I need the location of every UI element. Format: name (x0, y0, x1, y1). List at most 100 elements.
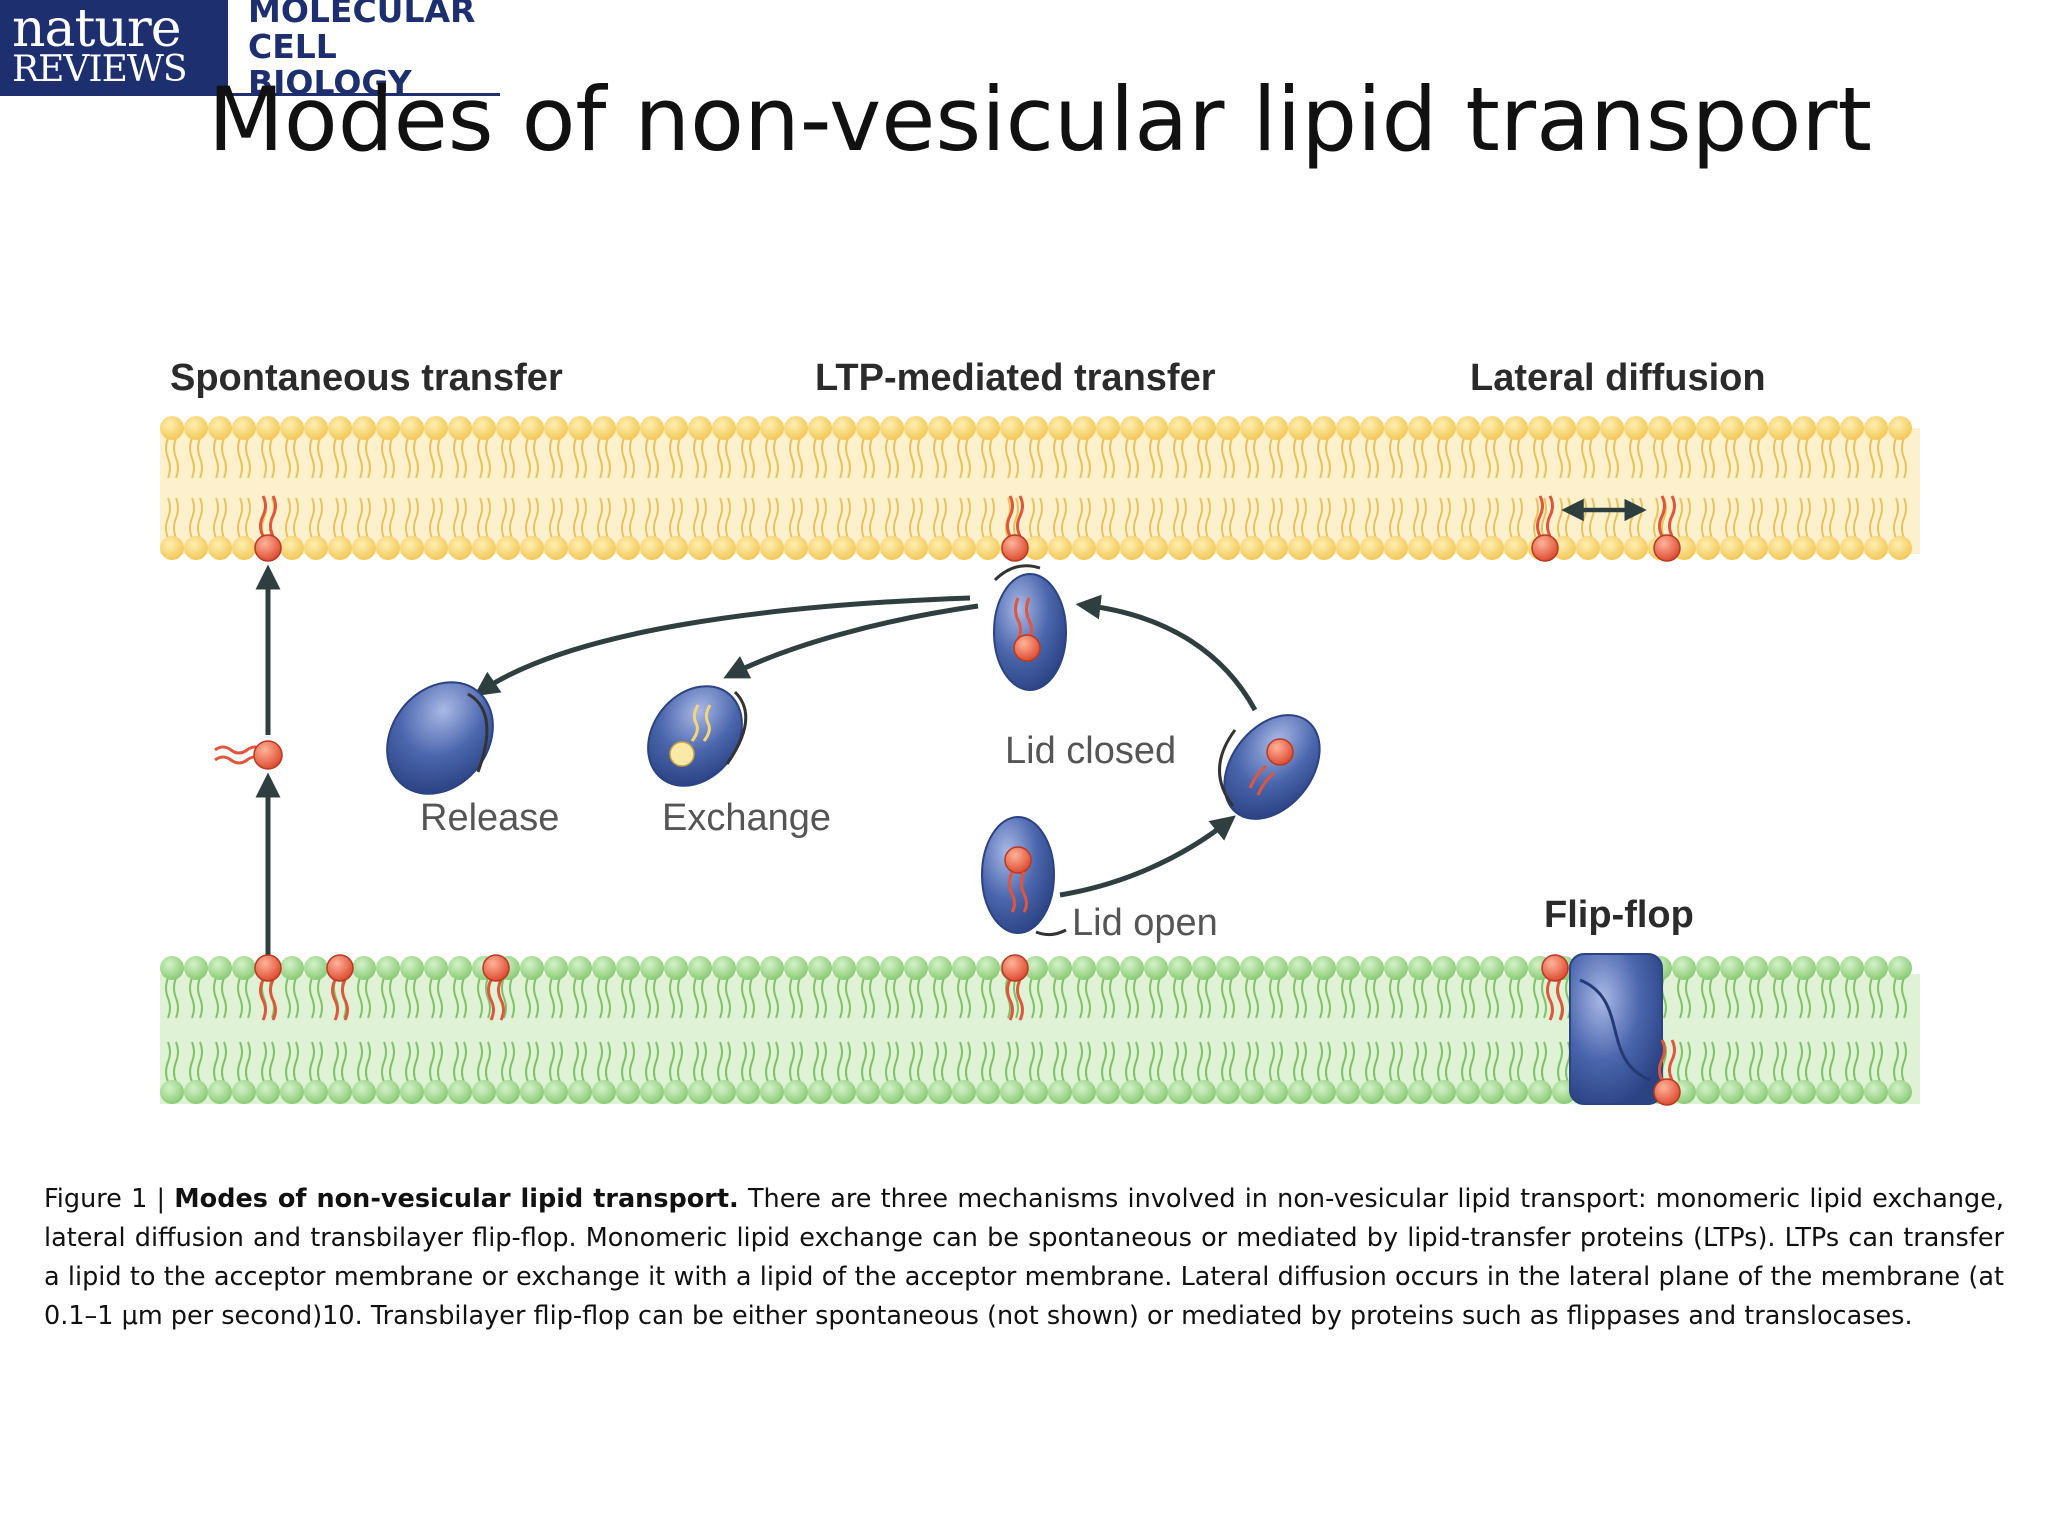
lipid-tail (581, 977, 587, 1019)
lipid-head (208, 956, 232, 980)
lipid-tail (1317, 977, 1323, 1019)
lipid-tail (1893, 977, 1899, 1019)
lipid-tail (837, 977, 843, 1019)
lipid-head (928, 956, 952, 980)
lipid-tail (677, 437, 683, 479)
lipid-head (1264, 956, 1288, 980)
lipid-tail (1773, 1041, 1779, 1083)
lipid-head (568, 416, 592, 440)
lipid-tail (245, 497, 251, 539)
lipid-tail (453, 1041, 459, 1083)
lipid-head (232, 536, 256, 560)
lipid-tail (1421, 497, 1427, 539)
lipid-tail (789, 437, 795, 479)
lipid-head (976, 416, 1000, 440)
lipid-head (568, 956, 592, 980)
lipid-tail (549, 1041, 555, 1083)
lipid-tail (1397, 437, 1403, 479)
lipid-tail (1749, 1041, 1755, 1083)
lipid-tail (165, 1041, 171, 1083)
lipid-head (1888, 1080, 1912, 1104)
lipid-tail (1805, 977, 1811, 1019)
lipid-head (352, 1080, 376, 1104)
lipid-tail (797, 977, 803, 1019)
lipid-tail (213, 497, 219, 539)
lipid-head (1696, 536, 1720, 560)
lipid-tail (701, 437, 707, 479)
lipid-head (184, 1080, 208, 1104)
lipid-head (1048, 536, 1072, 560)
lipid-tail (1013, 437, 1019, 479)
lipid-tail (237, 977, 243, 1019)
lipid-tail (1109, 437, 1115, 479)
lipid-tail (629, 497, 635, 539)
lipid-tail (509, 977, 515, 1019)
lipid-tail (197, 497, 203, 539)
lipid-tail (1757, 1041, 1763, 1083)
lipid-tail (357, 977, 363, 1019)
lipid-tail (1245, 977, 1251, 1019)
lipid-tail (1221, 497, 1227, 539)
lipid-head (1096, 416, 1120, 440)
red-lipid (254, 954, 282, 1021)
lipid-head (1384, 1080, 1408, 1104)
lipid-head (736, 956, 760, 980)
lipid-head (1384, 956, 1408, 980)
lipid-tail (677, 1041, 683, 1083)
lipid-tail (1413, 437, 1419, 479)
lipid-tail (333, 1041, 339, 1083)
lipid-head (1504, 416, 1528, 440)
lipid-head (1408, 956, 1432, 980)
lipid-tail (413, 437, 419, 479)
lipid-tail (1437, 497, 1443, 539)
lipid-head (1816, 536, 1840, 560)
lipid-head (1888, 416, 1912, 440)
lipid-tail (1821, 497, 1827, 539)
lipid-tail (821, 437, 827, 479)
lipid-head (1552, 416, 1576, 440)
lipid-tail (1253, 977, 1259, 1019)
lipid-head (880, 1080, 904, 1104)
lipid-tail (1325, 977, 1331, 1019)
lipid-head (544, 416, 568, 440)
lipid-tail (1877, 497, 1883, 539)
lipid-head (1072, 416, 1096, 440)
lipid-head (1048, 1080, 1072, 1104)
lipid-tail (893, 497, 899, 539)
lipid-tail (1029, 977, 1035, 1019)
lipid-tail (485, 437, 491, 479)
red-lipid (1653, 495, 1681, 562)
lipid-head (448, 536, 472, 560)
lipid-head (904, 1080, 928, 1104)
lipid-tail (797, 497, 803, 539)
lipid-tail (237, 437, 243, 479)
lipid-tail (437, 437, 443, 479)
lipid-head (1336, 416, 1360, 440)
lipid-head (592, 416, 616, 440)
lipid-head (1864, 956, 1888, 980)
lipid-tail (893, 437, 899, 479)
lipid-tail (1397, 977, 1403, 1019)
lipid-head (1312, 536, 1336, 560)
lipid-head (1816, 416, 1840, 440)
lipid-tail (1125, 1041, 1131, 1083)
lipid-tail (1413, 1041, 1419, 1083)
lipid-tail (1845, 1041, 1851, 1083)
lipid-tail (461, 497, 467, 539)
lipid-head (952, 956, 976, 980)
lipid-tail (1485, 1041, 1491, 1083)
lipid-tail (1797, 497, 1803, 539)
lipid-tail (549, 497, 555, 539)
lipid-tail (1821, 437, 1827, 479)
lipid-head (880, 536, 904, 560)
lipid-tail (501, 437, 507, 479)
lipid-tail (285, 497, 291, 539)
figure-caption: Figure 1 | Modes of non-vesicular lipid … (44, 1180, 2004, 1336)
lipid-tail (1125, 497, 1131, 539)
lipid-tail (381, 1041, 387, 1083)
lipid-tail (1653, 437, 1659, 479)
lipid-head (808, 956, 832, 980)
lipid-head (400, 956, 424, 980)
lipid-tail (429, 977, 435, 1019)
ltp-lid-open-protein (981, 816, 1067, 937)
